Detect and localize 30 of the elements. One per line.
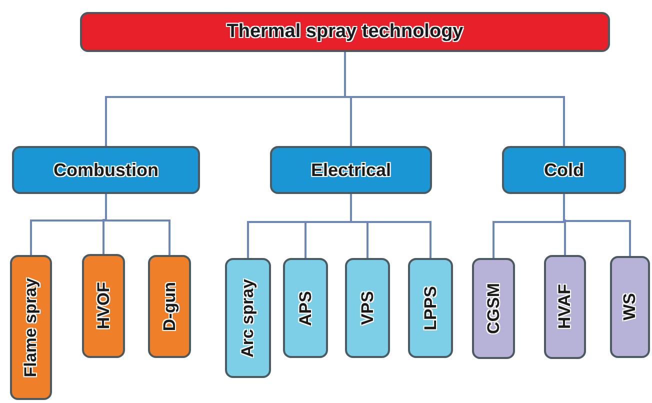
box-label: Combustion [54, 160, 158, 180]
category-box [12, 146, 200, 194]
box-label: HVAF [555, 284, 575, 330]
box-label: D-gun [160, 282, 180, 332]
box-label: CGSM [484, 283, 504, 334]
box-label: Cold [544, 160, 584, 180]
method-box [82, 254, 125, 358]
method-box [225, 258, 271, 378]
box-label: WS [620, 293, 640, 321]
title-text: Thermal spray technology [226, 21, 464, 43]
category-box [502, 146, 626, 194]
method-box [10, 255, 52, 400]
method-box [544, 255, 586, 359]
connector-line [344, 52, 565, 146]
category-box [270, 146, 432, 194]
method-box [345, 258, 390, 358]
box-label: Flame spray [21, 278, 41, 378]
method-box [408, 258, 453, 358]
connector-line [105, 194, 170, 255]
box-label: VPS [358, 290, 378, 326]
box-label: APS [296, 290, 316, 326]
box-label: Electrical [310, 160, 392, 180]
method-box [283, 258, 328, 358]
title-box [80, 12, 610, 52]
method-box [610, 256, 650, 358]
box-label: Arc spray [238, 278, 258, 358]
method-box [148, 255, 191, 358]
box-label: LPPS [420, 286, 440, 330]
box-label: HVOF [94, 282, 114, 330]
method-box [472, 258, 515, 359]
